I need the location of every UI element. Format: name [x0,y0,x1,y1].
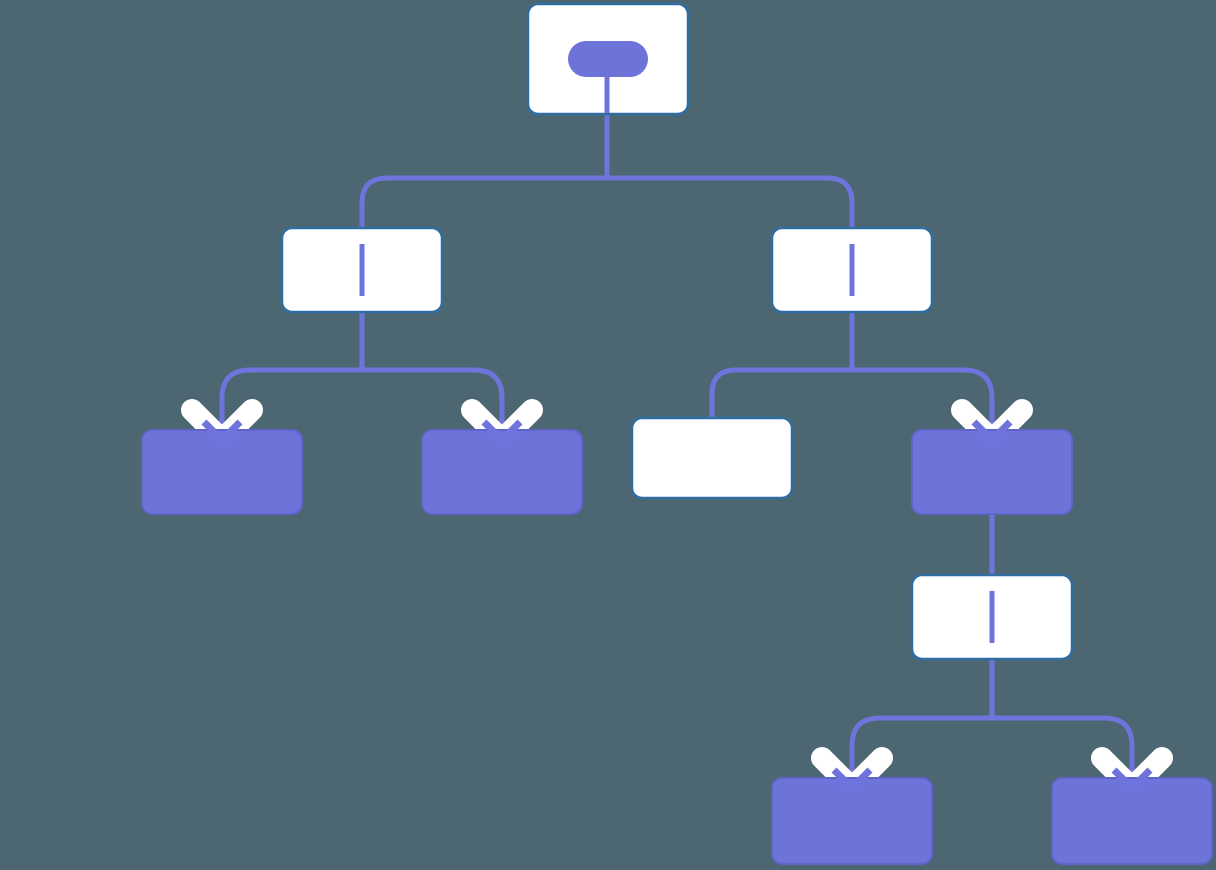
arrowhead-inner-edge-level1-left-to-node-a [201,419,243,445]
level2-node-c[interactable] [630,416,794,500]
inner-lines-layer [359,244,995,643]
edge-root-to-level1-left [359,175,607,228]
level2-node-d[interactable] [911,429,1073,515]
nodes-layer [141,2,1213,865]
edge-root-to-level1-right [607,175,855,228]
level4-right-node[interactable] [1051,777,1213,865]
arrowhead-inner-edge-level1-right-to-node-d [971,419,1013,445]
edge-level3-to-level4-left [849,715,992,778]
edge-level1-left-to-node-b [362,367,505,430]
arrowhead-inner-edge-level1-left-to-node-b [481,419,523,445]
level4-left-node[interactable] [771,777,933,865]
edge-level3-to-level4-right [992,715,1135,778]
arrowhead-inner-edge-level3-to-level4-right [1111,767,1153,793]
level2-node-b[interactable] [421,429,583,515]
arrow-inners-layer [201,419,1153,793]
arrowhead-inner-edge-level3-to-level4-left [831,767,873,793]
root-node-pill[interactable] [568,41,648,77]
edge-level1-left-to-node-a [219,367,362,430]
edge-level1-right-to-node-c [709,367,852,418]
level2-node-a[interactable] [141,429,303,515]
edge-level1-right-to-node-d [852,367,995,430]
